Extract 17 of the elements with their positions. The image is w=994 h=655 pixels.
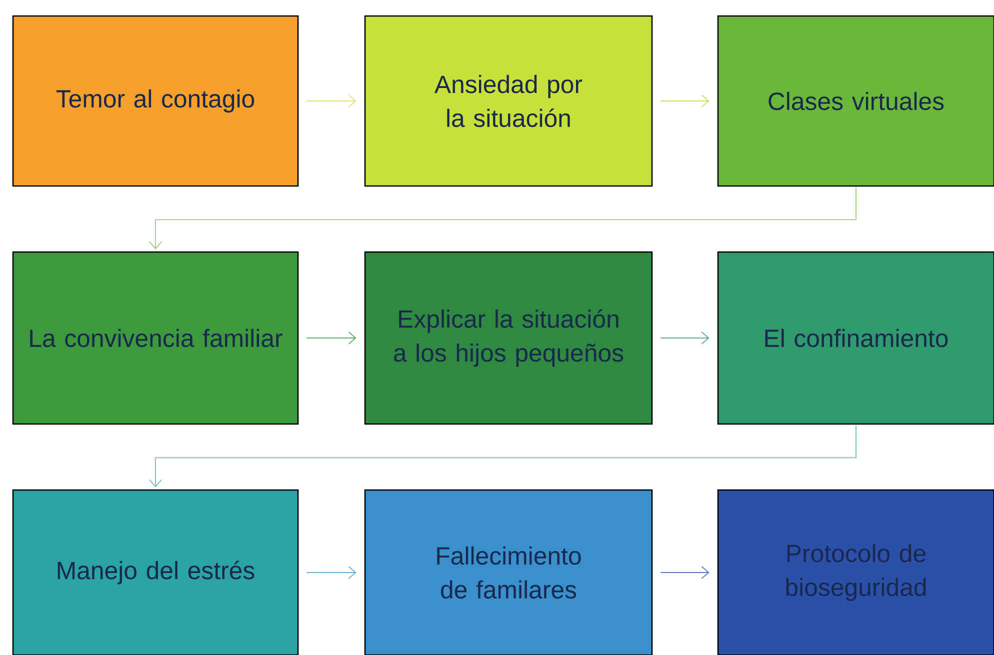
arrow [149, 425, 856, 488]
process-box: Manejo del estrés [12, 489, 299, 655]
arrow [306, 94, 356, 108]
process-box: Fallecimiento de familares [364, 489, 653, 655]
arrow [660, 94, 710, 108]
process-box: Clases virtuales [717, 15, 994, 187]
arrow [660, 566, 710, 579]
process-box: Explicar la situación a los hijos pequeños [364, 251, 653, 425]
arrow [660, 332, 710, 344]
process-box: La convivencia familiar [12, 251, 299, 425]
process-box: Temor al contagio [12, 15, 299, 187]
arrow [306, 566, 356, 579]
process-box: Ansiedad por la situación [364, 15, 653, 187]
process-box: Protocolo de bioseguridad [717, 489, 994, 655]
arrow [306, 332, 356, 344]
process-box: El confinamiento [717, 251, 994, 425]
arrow [149, 187, 856, 250]
